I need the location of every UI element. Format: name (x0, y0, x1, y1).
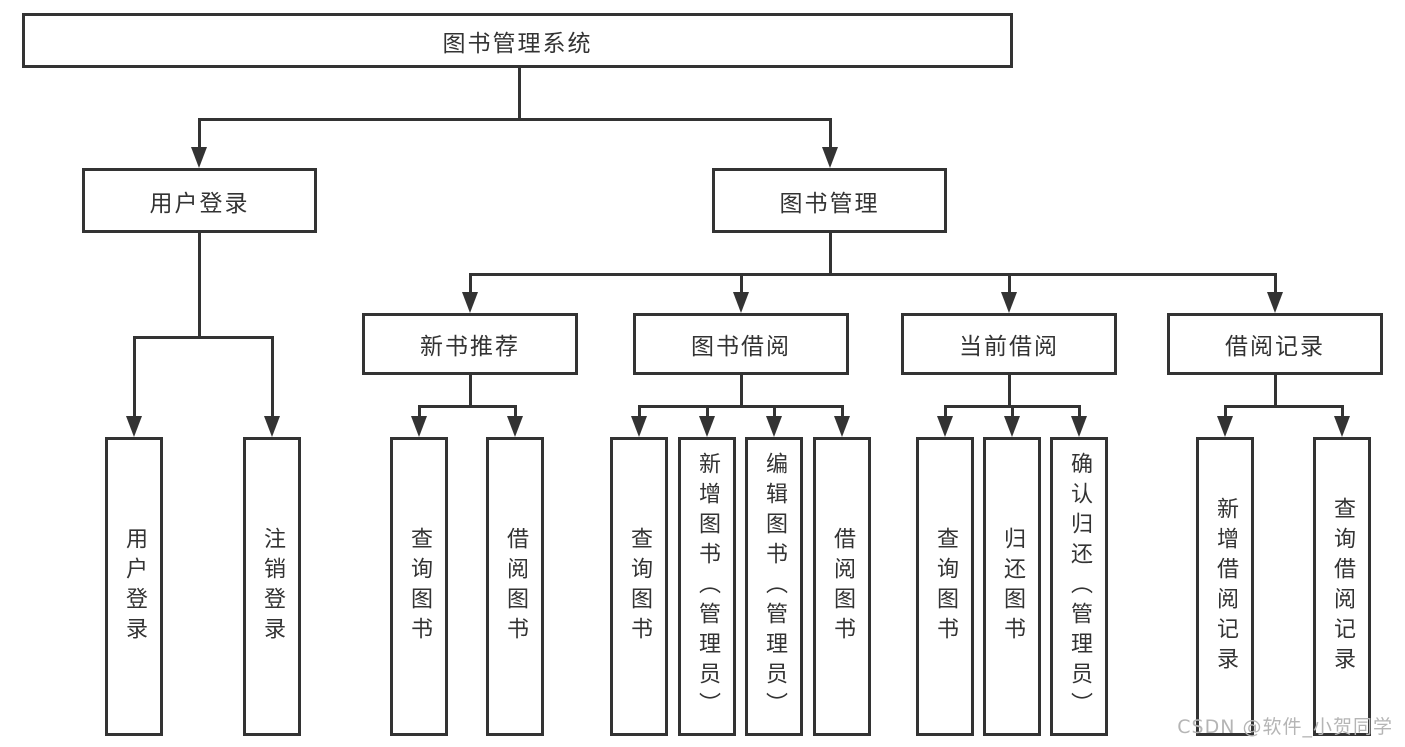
node-leaf-br-query: 查询借阅记录 (1313, 437, 1371, 736)
node-leaf-bb-edit: 编辑图书（管理员） (745, 437, 803, 736)
node-user-login: 用户登录 (82, 168, 317, 233)
arrowhead-down-icon (1334, 416, 1350, 437)
arrow-line (132, 336, 136, 419)
arrow-line (1340, 405, 1344, 419)
node-root: 图书管理系统 (22, 13, 1013, 68)
arrowhead-down-icon (507, 416, 523, 437)
connector-bar (132, 336, 274, 339)
arrow-line (1007, 273, 1011, 295)
node-label: 用户登录 (149, 190, 250, 217)
node-label: 编辑图书（管理员） (762, 451, 787, 722)
node-book-mgmt: 图书管理 (712, 168, 947, 233)
arrowhead-down-icon (766, 416, 782, 437)
node-label: 新增借阅记录 (1213, 496, 1238, 677)
arrow-line (513, 405, 517, 419)
arrowhead-down-icon (822, 147, 838, 168)
connector-bar (1223, 405, 1344, 408)
node-leaf-bb-query: 查询图书 (610, 437, 668, 736)
node-new-book-rec: 新书推荐 (362, 313, 578, 375)
node-label: 用户登录 (122, 526, 147, 647)
node-leaf-bb-add: 新增图书（管理员） (678, 437, 736, 736)
arrowhead-down-icon (1071, 416, 1087, 437)
node-label: 查询图书 (627, 526, 652, 647)
arrow-line (1223, 405, 1227, 419)
arrowhead-down-icon (1004, 416, 1020, 437)
arrowhead-down-icon (733, 292, 749, 313)
node-leaf-cb-return: 归还图书 (983, 437, 1041, 736)
node-label: 图书管理 (779, 190, 880, 217)
arrow-line (840, 405, 844, 419)
node-leaf-logout: 注销登录 (243, 437, 301, 736)
node-label: 确认归还（管理员） (1067, 451, 1092, 722)
arrow-line (739, 273, 743, 295)
node-label: 查询借阅记录 (1330, 496, 1355, 677)
arrowhead-down-icon (834, 416, 850, 437)
node-leaf-bb-borrow: 借阅图书 (813, 437, 871, 736)
node-leaf-cb-query: 查询图书 (916, 437, 974, 736)
arrowhead-down-icon (411, 416, 427, 437)
connector-stem (828, 233, 832, 276)
connector-bar (417, 405, 517, 408)
arrowhead-down-icon (1217, 416, 1233, 437)
connector-stem (739, 375, 743, 408)
node-current-borrow: 当前借阅 (901, 313, 1117, 375)
arrow-line (417, 405, 421, 419)
connector-bar (197, 118, 832, 121)
node-label: 借阅图书 (503, 526, 528, 647)
node-label: 借阅记录 (1225, 334, 1325, 360)
arrow-line (772, 405, 776, 419)
node-leaf-rec-query: 查询图书 (390, 437, 448, 736)
connector-bar (637, 405, 844, 408)
arrowhead-down-icon (631, 416, 647, 437)
connector-stem (1273, 375, 1277, 408)
arrowhead-down-icon (126, 416, 142, 437)
node-label: 查询图书 (407, 526, 432, 647)
arrowhead-down-icon (462, 292, 478, 313)
node-leaf-rec-borrow: 借阅图书 (486, 437, 544, 736)
connector-stem (1007, 375, 1011, 408)
arrow-line (1010, 405, 1014, 419)
node-leaf-cb-confirm: 确认归还（管理员） (1050, 437, 1108, 736)
node-label: 借阅图书 (830, 526, 855, 647)
node-borrow-records: 借阅记录 (1167, 313, 1383, 375)
arrow-line (1077, 405, 1081, 419)
arrow-line (197, 118, 201, 150)
node-label: 注销登录 (260, 526, 285, 647)
node-leaf-user-login: 用户登录 (105, 437, 163, 736)
node-label: 查询图书 (933, 526, 958, 647)
arrowhead-down-icon (264, 416, 280, 437)
arrow-line (270, 336, 274, 419)
arrow-line (637, 405, 641, 419)
connector-stem (197, 233, 201, 339)
node-label: 新书推荐 (420, 334, 520, 360)
arrowhead-down-icon (1267, 292, 1283, 313)
node-label: 新增图书（管理员） (695, 451, 720, 722)
arrowhead-down-icon (1001, 292, 1017, 313)
node-label: 图书借阅 (691, 334, 791, 360)
connector-bar (468, 273, 1277, 276)
arrow-line (468, 273, 472, 295)
arrowhead-down-icon (699, 416, 715, 437)
arrow-line (943, 405, 947, 419)
watermark: CSDN @软件_小贺同学 (1177, 716, 1393, 738)
arrow-line (705, 405, 709, 419)
node-leaf-br-add: 新增借阅记录 (1196, 437, 1254, 736)
arrowhead-down-icon (937, 416, 953, 437)
node-book-borrow: 图书借阅 (633, 313, 849, 375)
connector-stem (468, 375, 472, 408)
arrow-line (1273, 273, 1277, 295)
arrowhead-down-icon (191, 147, 207, 168)
connector-stem (517, 68, 521, 121)
node-label: 归还图书 (1000, 526, 1025, 647)
arrow-line (828, 118, 832, 150)
node-label: 图书管理系统 (442, 30, 593, 57)
node-label: 当前借阅 (959, 334, 1059, 360)
